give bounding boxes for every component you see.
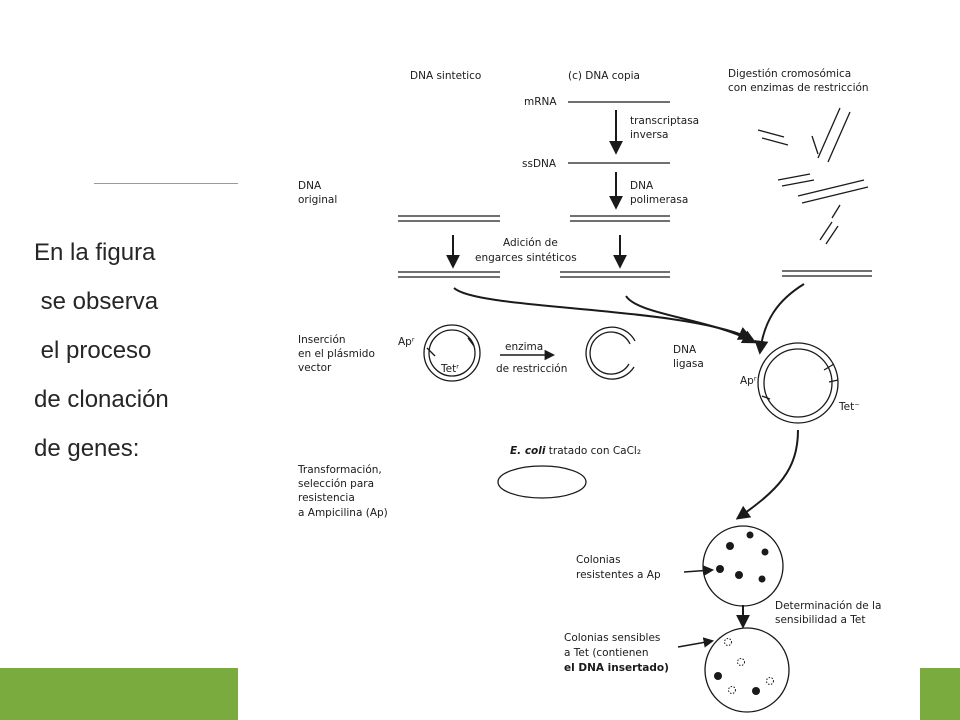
label-determinacion-1: Determinación de la (775, 600, 881, 612)
label-dna-pol-2: polimerasa (630, 194, 688, 206)
fragment (757, 129, 785, 138)
label-dna-original-2: original (298, 194, 337, 206)
colony-dot (758, 575, 766, 583)
arrow-converge-right (754, 283, 805, 355)
opened-plasmid-outer (585, 326, 636, 380)
colony-dot (735, 571, 743, 579)
arrow-converge-left (453, 287, 753, 340)
plasmid-tick (467, 337, 475, 347)
label-transf-3: resistencia (298, 492, 355, 504)
fragment (817, 107, 841, 159)
fragment (777, 173, 811, 181)
fragment (761, 137, 789, 146)
label-transf-4: a Ampicilina (Ap) (298, 507, 388, 519)
label-determinacion-2: sensibilidad a Tet (775, 614, 865, 626)
colony-dot (746, 531, 754, 539)
colony-ring (724, 638, 732, 646)
label-transcriptasa-2: inversa (630, 129, 668, 141)
plasmid-tick (761, 395, 771, 400)
recombinant-plasmid-outer (757, 342, 839, 424)
body-line-2: se observa (34, 288, 159, 315)
colony-dot (714, 672, 722, 680)
fragment (797, 179, 865, 197)
label-insercion-3: vector (298, 362, 332, 374)
colony-dot (726, 542, 734, 550)
body-line-4: de clonación (34, 386, 169, 413)
fragment (811, 135, 819, 155)
colony-dot (761, 548, 769, 556)
label-transcriptasa-1: transcriptasa (630, 115, 699, 127)
label-dna-original-1: DNA (298, 180, 322, 192)
ecoli-cell (497, 465, 587, 499)
slide-body-text: En la figura se observa el proceso de cl… (34, 228, 169, 473)
label-de-restriccion: de restricción (496, 363, 567, 375)
colony-ring (728, 686, 736, 694)
plasmid-tick (828, 379, 839, 383)
body-line-1: En la figura (34, 239, 156, 266)
label-colonias-r-1: Colonias (576, 554, 621, 566)
fragment (801, 186, 869, 204)
plasmid-tick (426, 347, 436, 357)
pointer-sensitive (677, 637, 715, 648)
label-adicion-1: Adición de (503, 237, 558, 249)
label-transf-2: selección para (298, 478, 374, 490)
label-ecoli-species: E. coli (510, 445, 546, 457)
label-transf-1: Transformación, (297, 464, 382, 476)
label-dna-copia: (c) DNA copia (568, 70, 640, 82)
label-dna-pol-1: DNA (630, 180, 654, 192)
label-insercion-2: en el plásmido (298, 348, 375, 360)
arrow-converge-middle (625, 295, 757, 344)
arrow-to-colonies (735, 429, 799, 520)
label-ligasa-1: DNA (673, 344, 697, 356)
plate-resistant (702, 525, 784, 607)
label-tet-minus: Tet⁻ (838, 401, 860, 413)
recombinant-plasmid-inner (763, 348, 833, 418)
plasmid-vector-outer (423, 324, 481, 382)
fragment (827, 111, 851, 163)
fragment (781, 179, 815, 187)
label-ecoli-treatment: tratado con CaCl₂ (545, 445, 641, 457)
fragment (819, 221, 833, 241)
cloning-diagram-svg: DNA sintetico (c) DNA copia Digestión cr… (297, 68, 881, 713)
label-mrna: mRNA (524, 96, 557, 108)
label-colonias-s-3: el DNA insertado) (564, 662, 669, 674)
label-tet-r: Tetʳ (440, 363, 459, 375)
label-adicion-2: engarces sintéticos (475, 252, 577, 264)
label-dna-sintetico: DNA sintetico (410, 70, 481, 82)
fragment (831, 204, 841, 219)
fragment (825, 225, 839, 245)
label-digestion-2: con enzimas de restricción (728, 82, 869, 94)
label-digestion-1: Digestión cromosómica (728, 68, 851, 80)
plasmid-tick (823, 363, 835, 371)
plate-sensitive (704, 627, 790, 713)
cloning-diagram: DNA sintetico (c) DNA copia Digestión cr… (238, 0, 920, 720)
colony-dot (716, 565, 724, 573)
colony-ring (766, 677, 774, 685)
label-ecoli: E. coli tratado con CaCl₂ (510, 445, 641, 457)
label-insercion-1: Inserción (298, 334, 346, 346)
label-colonias-s-1: Colonias sensibles (564, 632, 660, 644)
label-ap-r: Apʳ (398, 336, 415, 348)
title-rule (94, 183, 238, 184)
colony-dot (752, 687, 760, 695)
body-line-3: el proceso (34, 337, 152, 364)
label-colonias-r-2: resistentes a Ap (576, 569, 661, 581)
label-colonias-s-2: a Tet (contienen (564, 647, 649, 659)
colony-ring (737, 658, 745, 666)
label-ssdna: ssDNA (522, 158, 557, 170)
label-ap-r-recombinant: Apʳ (740, 375, 757, 387)
body-line-5: de genes: (34, 435, 140, 462)
pointer-resistant (683, 565, 715, 576)
opened-plasmid-inner (589, 331, 631, 375)
label-enzima: enzima (505, 341, 543, 353)
plasmid-vector-inner (428, 329, 476, 377)
label-ligasa-2: ligasa (673, 358, 704, 370)
